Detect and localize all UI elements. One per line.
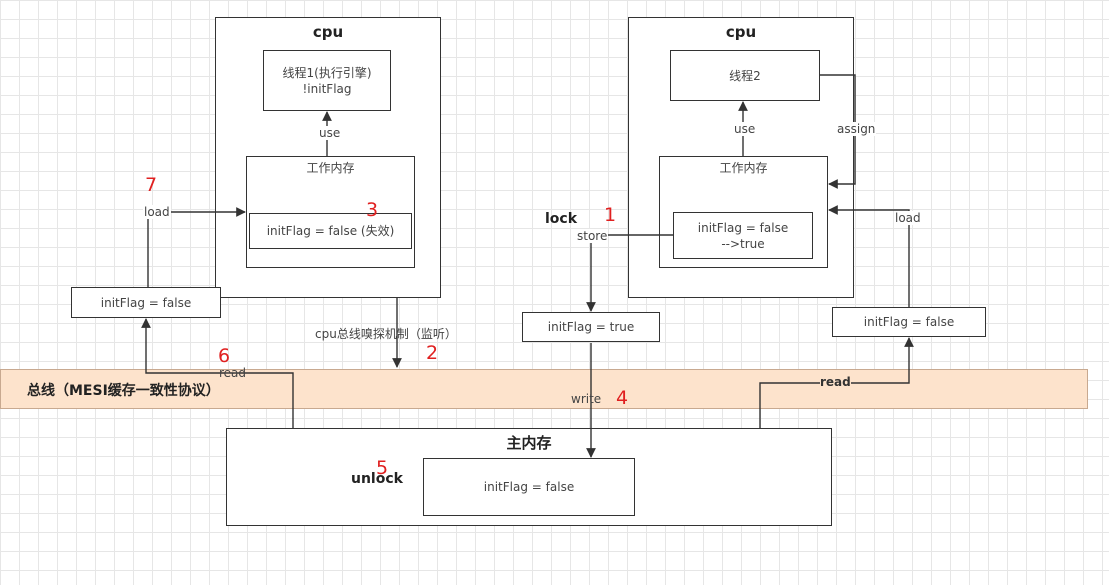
bus-band: 总线（MESI缓存一致性协议） (0, 369, 1088, 409)
unlock-label: unlock (351, 471, 403, 487)
left-load-temp-box: initFlag = false (71, 287, 221, 318)
step-4: 4 (616, 387, 629, 409)
thread1-condition: !initFlag (302, 81, 352, 96)
write-label: write (571, 392, 602, 406)
store-arrow (586, 234, 673, 312)
step-7: 7 (145, 174, 158, 196)
left-load-arrow (147, 207, 246, 287)
right-read-label: read (820, 375, 851, 389)
thread1-label: 线程1(执行引擎) (282, 65, 372, 80)
sniff-label: cpu总线嗅探机制（监听） (315, 327, 457, 341)
right-load-arrow (828, 205, 910, 307)
bus-label: 总线（MESI缓存一致性协议） (27, 383, 220, 399)
right-working-memory-label: 工作内存 (719, 161, 768, 175)
right-load-temp-box: initFlag = false (832, 307, 986, 337)
left-load-label: load (143, 205, 171, 219)
step-2: 2 (426, 342, 439, 364)
right-cache-line1: initFlag = false (697, 220, 789, 235)
step-1: 1 (604, 204, 617, 226)
right-cache-line2: -->true (721, 236, 765, 251)
store-temp-box: initFlag = true (522, 312, 660, 342)
step-3: 3 (366, 199, 379, 221)
left-read-arrow (141, 318, 294, 428)
right-cpu-title: cpu (725, 23, 757, 41)
lock-label: lock (545, 211, 578, 227)
main-memory-value: initFlag = false (423, 458, 635, 516)
thread1-box: 线程1(执行引擎) !initFlag (263, 50, 391, 111)
right-use-label: use (733, 122, 757, 136)
assign-label: assign (836, 122, 877, 136)
store-label: store (576, 229, 609, 243)
left-use-label: use (318, 126, 342, 140)
step-6: 6 (218, 345, 231, 367)
left-cache-value: initFlag = false (失效) (249, 213, 412, 249)
right-load-label: load (894, 211, 922, 225)
step-5: 5 (376, 457, 389, 479)
left-read-label: read (219, 366, 247, 380)
left-working-memory-box (246, 156, 415, 268)
thread2-box: 线程2 (670, 50, 820, 101)
left-working-memory-label: 工作内存 (306, 161, 355, 175)
left-cpu-title: cpu (312, 23, 344, 41)
main-memory-title: 主内存 (506, 433, 552, 452)
right-cache-value: initFlag = false -->true (673, 212, 813, 259)
